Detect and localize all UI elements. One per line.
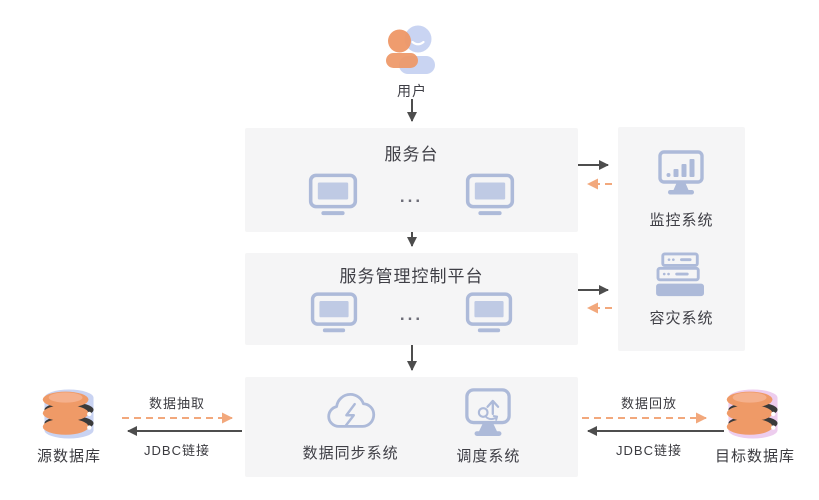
scheduler-icon — [463, 388, 513, 436]
monitoring-group: 监控系统 — [649, 149, 714, 230]
chart-monitor-icon — [655, 149, 707, 200]
target-db-label: 目标数据库 — [714, 448, 795, 465]
monitor-icon — [465, 173, 515, 217]
ellipsis: ... — [399, 187, 424, 206]
ellipsis: ... — [399, 305, 424, 324]
control-platform-title: 服务管理控制平台 — [339, 267, 484, 286]
monitor-icon — [310, 292, 358, 334]
data-sync-group: 数据同步系统 — [303, 391, 399, 463]
server-stack-icon — [654, 252, 708, 298]
control-platform-machines: ... — [310, 292, 513, 334]
control-platform-box: 服务管理控制平台 ... — [245, 253, 578, 345]
user-icon — [384, 24, 442, 80]
source-db-icon — [36, 385, 102, 443]
service-desk-box: 服务台 ... — [245, 128, 578, 232]
monitoring-label: 监控系统 — [649, 211, 714, 229]
disaster-recovery-group: 容灾系统 — [649, 252, 713, 328]
scheduler-group: 调度系统 — [456, 388, 520, 466]
monitor-icon — [308, 173, 358, 217]
data-platform-box: 数据同步系统 调度系统 — [245, 377, 578, 477]
scheduler-label: 调度系统 — [456, 448, 521, 465]
monitor-icon — [465, 292, 513, 334]
disaster-recovery-label: 容灾系统 — [649, 310, 714, 328]
service-desk-title: 服务台 — [384, 145, 439, 164]
target-db-icon — [720, 385, 786, 443]
right-connection-label: JDBC链接 — [616, 443, 682, 458]
right-dataflow-label: 数据回放 — [620, 396, 677, 411]
right-panel: 监控系统 容灾系统 — [618, 127, 745, 351]
source-db-label: 源数据库 — [36, 448, 101, 465]
user-label: 用户 — [397, 83, 427, 99]
left-dataflow-label: 数据抽取 — [148, 396, 205, 411]
data-sync-label: 数据同步系统 — [302, 445, 399, 462]
cloud-sync-icon — [325, 391, 377, 433]
service-desk-machines: ... — [308, 173, 515, 217]
left-connection-label: JDBC链接 — [144, 443, 210, 458]
